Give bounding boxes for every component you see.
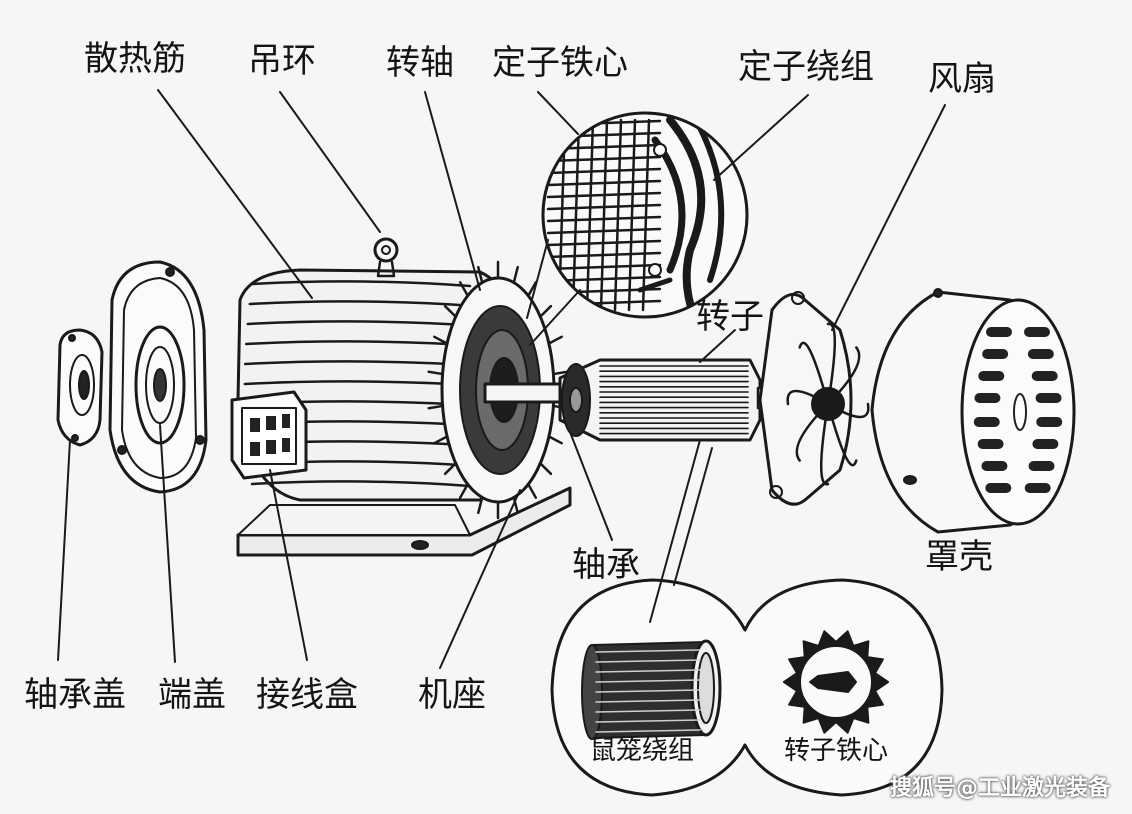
label-shaft: 转轴 — [386, 43, 454, 83]
label-rotor: 转子 — [696, 297, 764, 337]
label-frame: 机座 — [418, 675, 486, 715]
label-rotor-core: 转子铁心 — [784, 736, 889, 766]
label-stator-core: 定子铁心 — [492, 43, 628, 83]
label-bearing-cap: 轴承盖 — [24, 675, 126, 715]
label-stator-winding: 定子绕组 — [738, 47, 874, 87]
lifting-ring-drawing — [373, 237, 399, 278]
label-fan: 风扇 — [928, 59, 996, 99]
terminal-box-drawing — [230, 390, 308, 480]
leader-lines — [57, 89, 946, 669]
label-cooling-fins: 散热筋 — [84, 39, 186, 79]
fan-cover-drawing — [870, 288, 1076, 534]
label-fan-cover: 罩壳 — [925, 537, 993, 577]
frame-base-drawing — [236, 486, 572, 557]
label-end-cover: 端盖 — [158, 675, 226, 715]
label-terminal-box: 接线盒 — [256, 675, 358, 715]
end-cover-drawing — [108, 260, 208, 494]
label-lifting-ring: 吊环 — [248, 41, 316, 81]
label-bearing: 轴承 — [572, 545, 640, 585]
rotor-drawing — [483, 358, 790, 442]
rotor-detail-magnifier — [550, 578, 944, 797]
stator-detail-magnifier — [526, 111, 749, 346]
bearing-cap-drawing — [56, 328, 104, 447]
label-squirrel-cage: 鼠笼绕组 — [590, 736, 695, 766]
fan-drawing — [758, 291, 870, 506]
watermark: 搜狐号@工业激光装备 — [889, 776, 1110, 801]
